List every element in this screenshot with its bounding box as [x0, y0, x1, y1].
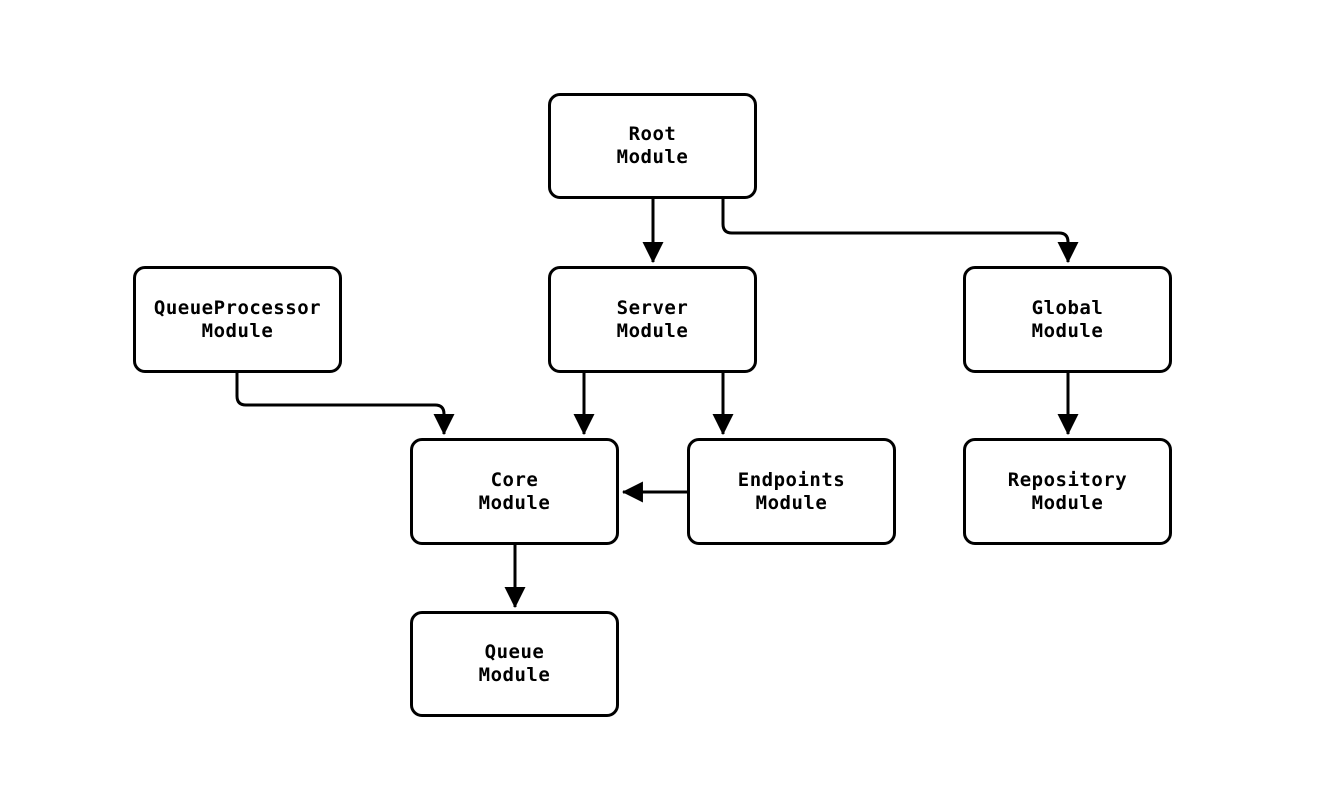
- node-label-line2: Module: [478, 491, 551, 514]
- node-label-line1: Global: [1031, 296, 1104, 319]
- node-label-line1: Core: [490, 468, 539, 491]
- edge-root-to-global: [721, 199, 1079, 264]
- node-label-line2: Module: [616, 319, 689, 342]
- edge-group: [235, 199, 1079, 609]
- node-label-line1: Endpoints: [737, 468, 846, 491]
- node-label-line1: QueueProcessor: [153, 296, 322, 319]
- edge-queueprocessor-to-core: [235, 373, 455, 436]
- node-label-line2: Module: [201, 319, 274, 342]
- node-label-line2: Module: [1031, 491, 1104, 514]
- node-label-line1: Queue: [484, 641, 545, 663]
- node-label-line2: Module: [755, 491, 828, 514]
- node-label-line2: Module: [616, 146, 689, 168]
- node-label-line2: Module: [1031, 319, 1104, 342]
- node-label-line1: Root: [628, 123, 677, 145]
- node-label-line1: Server: [616, 296, 689, 319]
- node-label-line2: Module: [478, 664, 551, 686]
- node-label-line1: Repository: [1007, 468, 1128, 491]
